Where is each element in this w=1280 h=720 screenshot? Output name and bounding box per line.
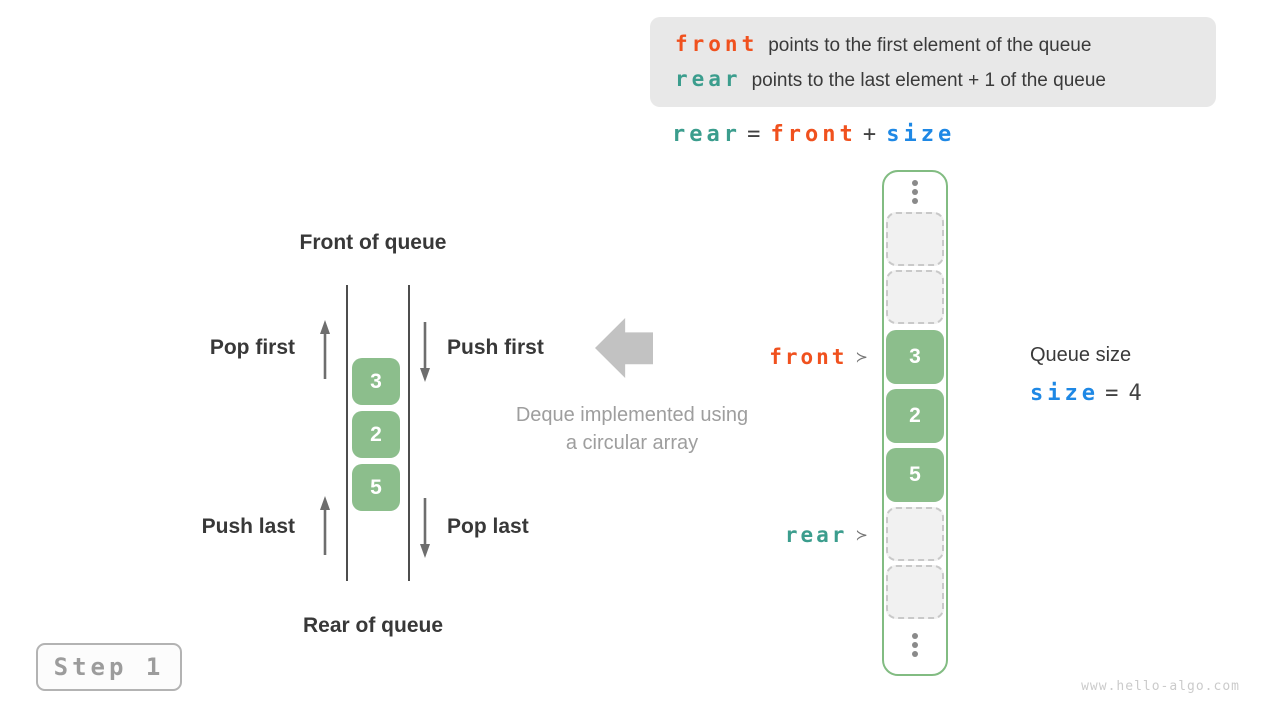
rear-definition-text: points to the last element + 1 of the qu… — [751, 70, 1106, 91]
rear-pointer-text: rear — [784, 523, 848, 547]
ellipsis-dot — [912, 651, 918, 657]
diagram-caption: Deque implemented using a circular array — [462, 401, 802, 457]
push-first-down-arrow-icon — [420, 322, 430, 382]
array-cell-empty-1 — [886, 212, 944, 266]
deque-left-wall — [346, 285, 348, 581]
pop-last-down-arrow-icon — [420, 498, 430, 558]
push-last-label: Push last — [201, 515, 295, 538]
formula-plus: + — [862, 122, 881, 147]
push-last-up-arrow-icon — [320, 496, 330, 555]
front-keyword: front — [675, 32, 759, 56]
array-cell-empty-2 — [886, 270, 944, 324]
ellipsis-dot — [912, 180, 918, 186]
front-pointer-arrow-icon: ≻ — [855, 348, 868, 366]
ellipsis-dot — [912, 642, 918, 648]
pointer-definitions-box: front points to the first element of the … — [650, 17, 1216, 107]
rear-pointer-arrow-icon: ≻ — [855, 526, 868, 544]
array-cell-value-3: 3 — [886, 330, 944, 384]
ellipsis-dot — [912, 189, 918, 195]
front-of-queue-label: Front of queue — [299, 231, 447, 254]
rear-definition-line: rear points to the last element + 1 of th… — [675, 62, 1216, 97]
array-cell-value-5: 5 — [886, 448, 944, 502]
rear-of-queue-label: Rear of queue — [302, 614, 444, 637]
size-equals: = — [1105, 381, 1123, 406]
rear-keyword: rear — [675, 67, 742, 91]
ellipsis-dot — [912, 198, 918, 204]
size-keyword: size — [1030, 381, 1099, 406]
caption-line-2: a circular array — [565, 432, 699, 454]
array-ellipsis-top — [912, 180, 918, 204]
formula-size: size — [886, 122, 956, 147]
formula-front: front — [770, 122, 857, 147]
front-pointer-label: front ≻ — [690, 345, 868, 369]
watermark: www.hello-algo.com — [1081, 679, 1240, 694]
left-block-arrow-icon — [595, 318, 653, 378]
size-value: 4 — [1128, 381, 1146, 406]
caption-line-1: Deque implemented using — [515, 404, 749, 426]
front-pointer-text: front — [769, 345, 848, 369]
front-definition-line: front points to the first element of the … — [675, 27, 1216, 62]
queue-size-title: Queue size — [1030, 344, 1132, 366]
pop-first-up-arrow-icon — [320, 320, 330, 379]
rear-pointer-label: rear ≻ — [690, 523, 868, 547]
ellipsis-dot — [912, 633, 918, 639]
array-ellipsis-bottom — [912, 633, 918, 657]
array-cell-empty-3 — [886, 507, 944, 561]
step-badge: Step 1 — [36, 643, 182, 691]
deque-right-wall — [408, 285, 410, 581]
pop-last-label: Pop last — [447, 515, 529, 538]
rear-formula: rear = front + size — [672, 121, 955, 147]
deque-element-2: 2 — [352, 411, 400, 458]
formula-equals: = — [747, 122, 765, 147]
push-first-label: Push first — [447, 336, 544, 359]
formula-rear: rear — [672, 122, 741, 147]
front-definition-text: points to the first element of the queue — [768, 35, 1092, 56]
queue-size-value-line: size = 4 — [1030, 380, 1146, 406]
deque-element-5: 5 — [352, 464, 400, 511]
array-cell-value-2: 2 — [886, 389, 944, 443]
deque-element-3: 3 — [352, 358, 400, 405]
pop-first-label: Pop first — [209, 336, 295, 359]
array-cell-empty-4 — [886, 565, 944, 619]
